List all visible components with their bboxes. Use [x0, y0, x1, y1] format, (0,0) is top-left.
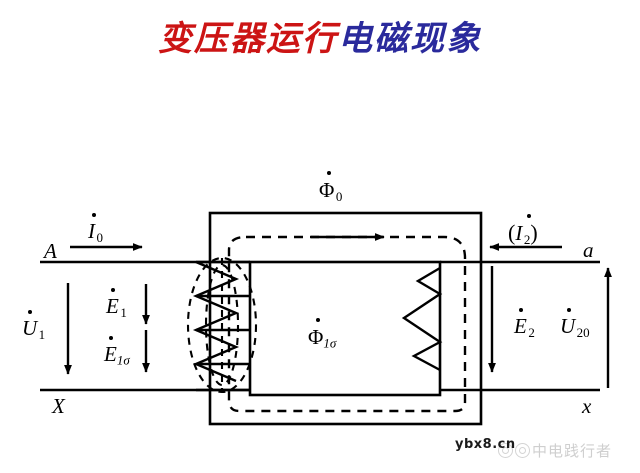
leakage-flux-lines: [186, 256, 258, 394]
phasor-dot-icon: [316, 318, 320, 322]
secondary-terminal-a-label: a: [583, 238, 594, 262]
brand-watermark: 中电践行者: [498, 440, 612, 461]
core-inner-rect: [248, 260, 442, 397]
secondary-winding-coil: [401, 266, 443, 372]
secondary-terminal-x-label: x: [582, 394, 592, 418]
secondary-circuit-wires: [440, 260, 600, 392]
core-outer-rect: [208, 211, 483, 426]
page-title: 变压器运行电磁现象: [0, 22, 640, 56]
phasor-dot-icon: [527, 214, 531, 218]
phasor-dot-icon: [28, 310, 32, 314]
primary-leakage-emf-label: E1σ: [104, 336, 130, 367]
site-watermark: ybx8.cn: [455, 437, 516, 452]
brand-watermark-text: 中电践行者: [532, 442, 613, 460]
page-title-red-segment: 变压器运行: [158, 19, 338, 59]
weibo-logo-icon: [498, 443, 513, 458]
page-title-blue-segment: 电磁现象: [338, 19, 482, 59]
primary-terminal-x-label: X: [52, 394, 65, 418]
core-outline: [208, 211, 483, 426]
phasor-dot-icon: [111, 288, 115, 292]
phasor-dot-icon: [519, 308, 523, 312]
leakage-flux-label: Φ1σ: [308, 318, 336, 350]
phasor-dot-icon: [567, 308, 571, 312]
leakage-flux-inner-loop: [204, 263, 240, 387]
main-flux-path: [227, 235, 467, 413]
phasor-dot-icon: [327, 171, 331, 175]
phasor-dot-icon: [92, 213, 96, 217]
weixin-logo-icon: [515, 443, 530, 458]
phasor-dot-icon: [109, 336, 113, 340]
primary-terminal-a-label: A: [44, 239, 57, 263]
